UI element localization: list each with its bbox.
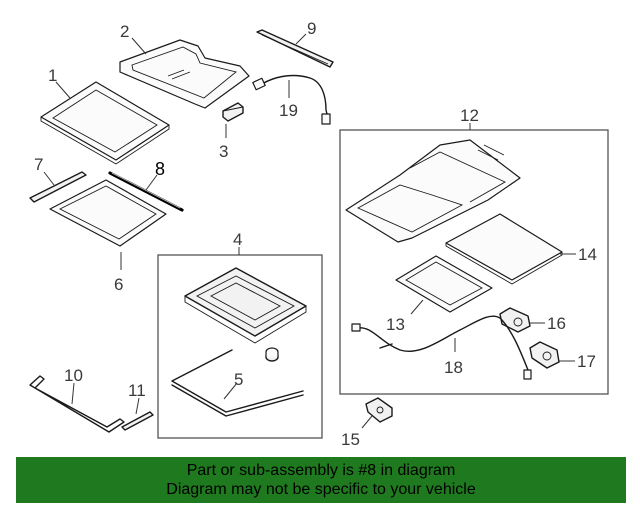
- part-16-motor[interactable]: [499, 307, 531, 333]
- part-2-glass-panel[interactable]: [119, 39, 250, 109]
- part-11-strip[interactable]: [121, 411, 154, 431]
- callout-8: 8: [155, 159, 165, 179]
- leader-1: [55, 81, 71, 99]
- callout-13: 13: [386, 315, 405, 334]
- callout-15: 15: [341, 430, 360, 449]
- part-6-seal-frame[interactable]: [49, 179, 167, 247]
- leader-11: [135, 397, 140, 415]
- callout-10: 10: [64, 366, 83, 385]
- callout-6: 6: [114, 275, 123, 294]
- part-12-frame[interactable]: [345, 139, 521, 243]
- callout-19: 19: [279, 101, 298, 120]
- part-9-deflector[interactable]: [256, 29, 334, 68]
- part-17-motor[interactable]: [529, 341, 560, 369]
- part-4-housing[interactable]: [184, 267, 307, 344]
- callout-9: 9: [307, 19, 316, 38]
- group-12-box: [339, 129, 609, 395]
- part-4-grommet[interactable]: [265, 347, 279, 362]
- part-5-seal[interactable]: [171, 349, 304, 417]
- callout-5: 5: [234, 370, 243, 389]
- leader-15: [361, 415, 373, 429]
- leader-9: [295, 33, 307, 45]
- callout-11: 11: [128, 381, 146, 400]
- callout-18: 18: [444, 358, 463, 377]
- leader-10: [71, 382, 75, 405]
- callout-2: 2: [120, 22, 129, 41]
- callout-3: 3: [219, 142, 228, 161]
- info-banner: Part or sub-assembly is #8 in diagram Di…: [16, 457, 626, 503]
- part-13-shade[interactable]: [395, 255, 493, 313]
- leader-13: [410, 299, 424, 315]
- callout-7: 7: [34, 155, 43, 174]
- part-7-seal[interactable]: [29, 171, 87, 203]
- callout-16: 16: [547, 314, 566, 333]
- callout-14: 14: [578, 245, 597, 264]
- callout-1: 1: [48, 66, 57, 85]
- leader-2: [131, 37, 147, 55]
- leader-8: [145, 174, 158, 191]
- leader-5: [223, 382, 238, 400]
- part-8-highlighted[interactable]: [108, 171, 184, 212]
- callout-17: 17: [577, 352, 596, 371]
- callout-4: 4: [233, 230, 242, 249]
- leader-7: [43, 171, 55, 186]
- part-1-glass-assembly[interactable]: [40, 81, 170, 165]
- group-4-box: [157, 254, 323, 439]
- part-3-bracket[interactable]: [222, 102, 244, 122]
- callout-12: 12: [460, 106, 479, 125]
- banner-line-2: Diagram may not be specific to your vehi…: [166, 481, 476, 498]
- part-10-drain[interactable]: [29, 375, 125, 433]
- banner-line-1: Part or sub-assembly is #8 in diagram: [186, 462, 456, 479]
- part-19-harness[interactable]: [252, 74, 331, 125]
- part-15-bracket[interactable]: [365, 397, 393, 423]
- part-18-cable[interactable]: [351, 315, 532, 380]
